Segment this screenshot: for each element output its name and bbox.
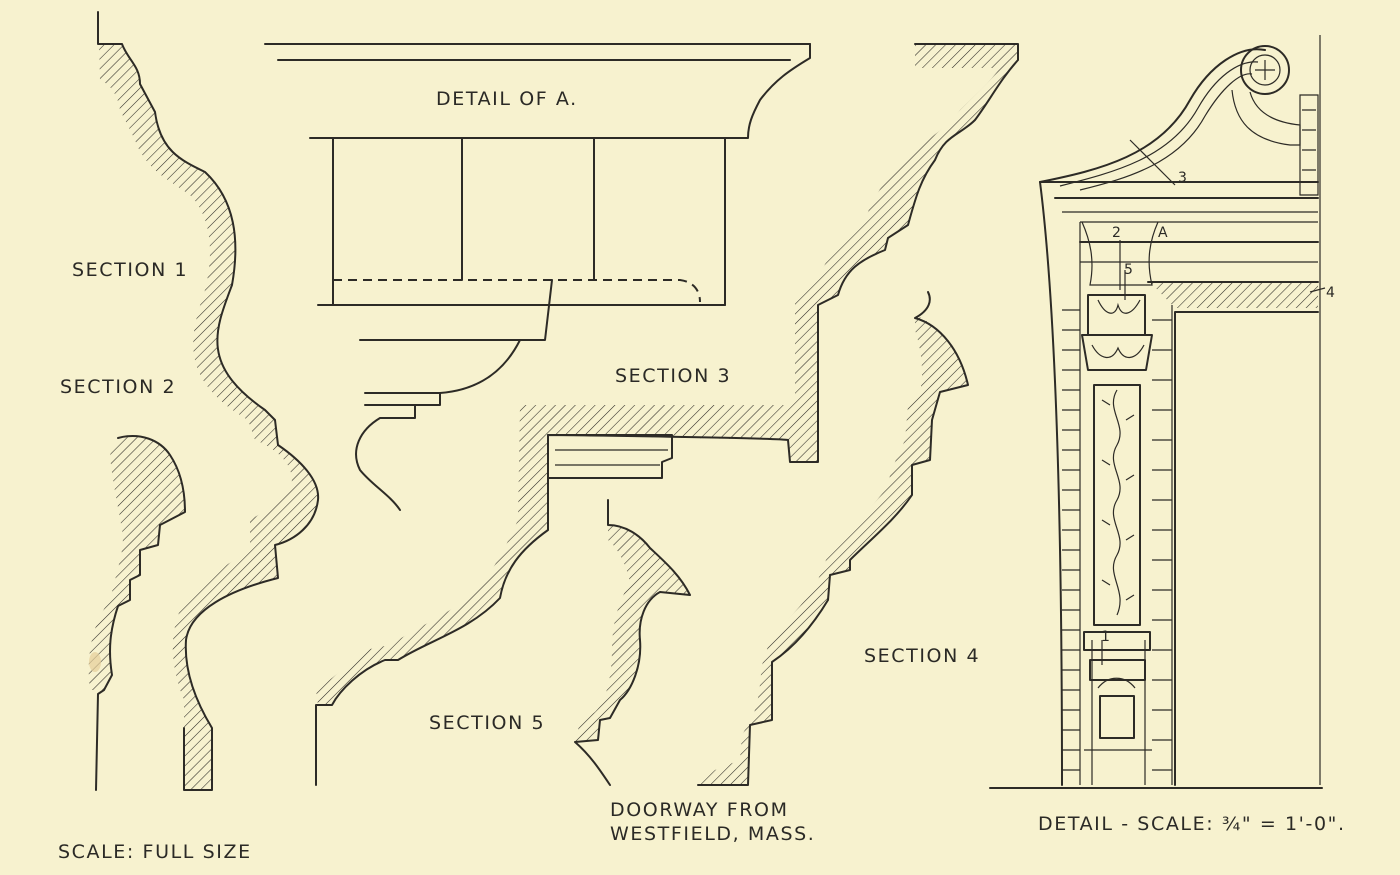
detail-scale-label: DETAIL - SCALE: ¾" = 1'-0". — [1038, 813, 1346, 835]
marker-a: A — [1158, 225, 1168, 241]
section-3-label: SECTION 3 — [615, 365, 732, 387]
detail-of-a-title: DETAIL OF A. — [436, 88, 578, 110]
detail-of-a-drawing — [264, 43, 811, 511]
doorway-title-line1: DOORWAY FROM — [610, 799, 789, 821]
section-2-profile — [88, 435, 186, 791]
section-3-profile — [315, 43, 1019, 786]
doorway-title-line2: WESTFIELD, MASS. — [610, 823, 816, 845]
marker-1: 1 — [1101, 629, 1110, 645]
section-5-profile — [574, 499, 691, 786]
marker-2: 2 — [1112, 225, 1121, 241]
section-4-profile — [697, 291, 969, 786]
marker-5: 5 — [1124, 262, 1133, 278]
section-1-profile — [97, 11, 320, 791]
marker-4: 4 — [1326, 285, 1335, 301]
section-4-label: SECTION 4 — [864, 645, 981, 667]
marker-3: 3 — [1178, 170, 1187, 186]
section-1-label: SECTION 1 — [72, 259, 189, 281]
paper-stain — [89, 652, 101, 672]
scale-full-size-label: SCALE: FULL SIZE — [58, 841, 252, 863]
section-2-label: SECTION 2 — [60, 376, 177, 398]
section-5-label: SECTION 5 — [429, 712, 546, 734]
doorway-elevation — [989, 35, 1326, 789]
